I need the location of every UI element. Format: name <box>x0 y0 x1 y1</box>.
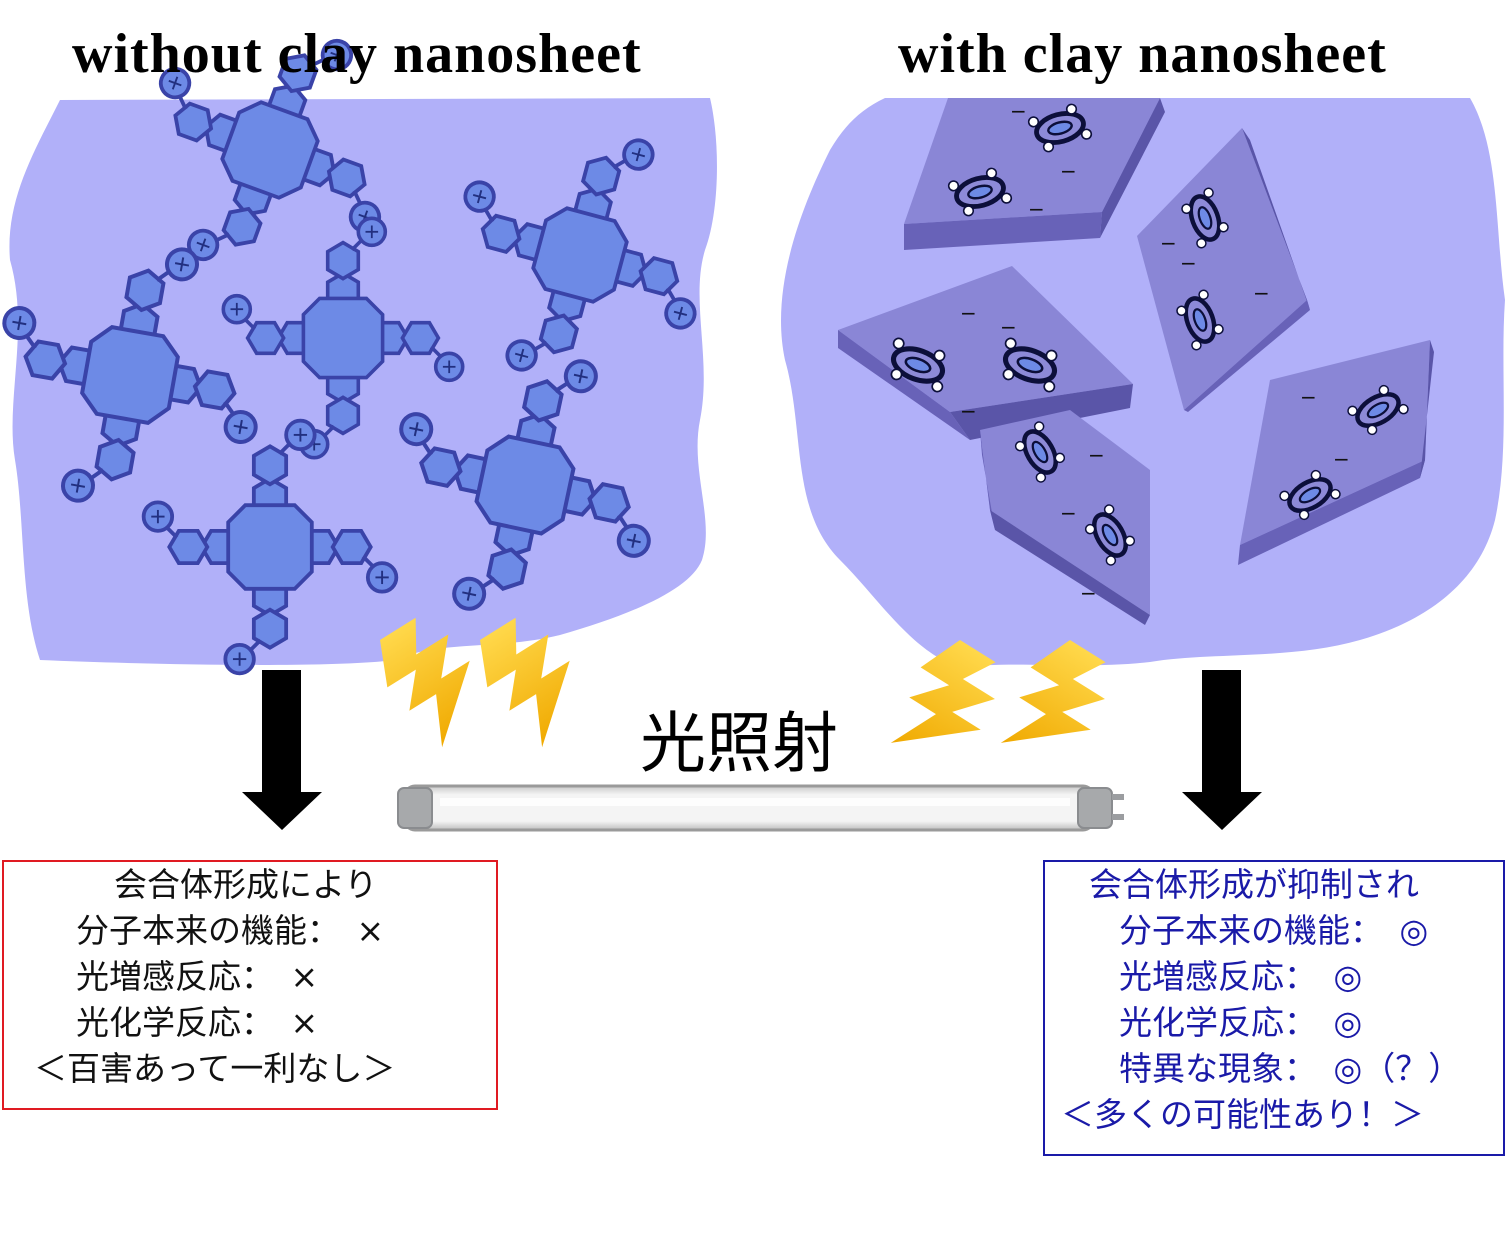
right-line-2: 分子本来の機能： ◎ <box>1119 911 1429 950</box>
light-irradiation-label: 光照射 <box>640 705 838 782</box>
negative-charges: − − − − − − − − − − − − − − <box>960 99 1350 605</box>
svg-text:−: − <box>1080 581 1097 605</box>
left-line-4: 光化学反応： × <box>76 1003 319 1042</box>
svg-text:−: − <box>1253 281 1270 305</box>
down-arrow-right <box>1182 670 1262 830</box>
left-line-3: 光増感反応： × <box>76 957 319 996</box>
svg-text:−: − <box>1333 447 1350 471</box>
svg-text:−: − <box>1300 385 1317 409</box>
svg-text:−: − <box>1180 251 1197 275</box>
svg-text:−: − <box>960 399 977 423</box>
left-line-1: 会合体形成により <box>114 865 378 904</box>
clay-nanosheets <box>838 98 1434 625</box>
down-arrow-left <box>242 670 322 830</box>
left-line-5: ＜百害あって一利なし＞ <box>34 1049 396 1088</box>
svg-text:−: − <box>1028 197 1045 221</box>
right-line-3: 光増感反応： ◎ <box>1119 957 1363 996</box>
result-box-with-clay: 会合体形成が抑制され 分子本来の機能： ◎ 光増感反応： ◎ 光化学反応： ◎ … <box>1043 860 1505 1156</box>
right-line-4: 光化学反応： ◎ <box>1119 1003 1363 1042</box>
right-line-1: 会合体形成が抑制され <box>1089 865 1419 904</box>
right-line-5: 特異な現象： ◎（？） <box>1119 1049 1462 1088</box>
result-box-without-clay: 会合体形成により 分子本来の機能： × 光増感反応： × 光化学反応： × ＜百… <box>2 860 498 1110</box>
fluorescent-tube-icon <box>397 784 1124 832</box>
right-line-6: ＜多くの可能性あり！＞ <box>1061 1095 1424 1134</box>
title-without-clay: without clay nanosheet <box>72 23 642 85</box>
svg-text:−: − <box>1160 231 1177 255</box>
left-line-2: 分子本来の機能： × <box>76 911 385 950</box>
svg-text:−: − <box>1088 443 1105 467</box>
title-with-clay: with clay nanosheet <box>898 23 1387 85</box>
svg-text:−: − <box>1010 99 1027 123</box>
svg-text:−: − <box>1060 159 1077 183</box>
svg-text:−: − <box>1060 501 1077 525</box>
svg-text:−: − <box>1000 315 1017 339</box>
svg-text:−: − <box>960 301 977 325</box>
